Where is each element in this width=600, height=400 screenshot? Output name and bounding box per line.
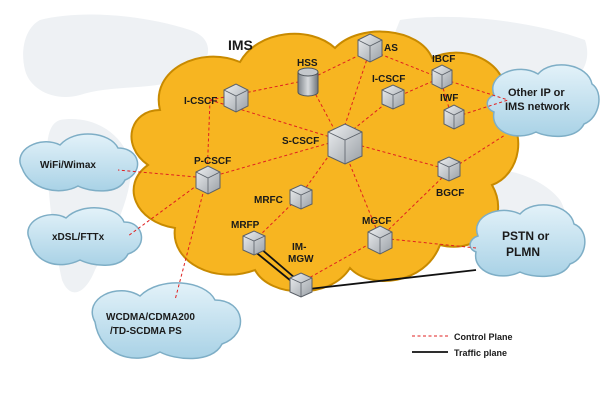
legend-traffic-label: Traffic plane — [454, 348, 507, 358]
label-wcdma-line2: /TD-SCDMA PS — [110, 326, 182, 337]
node-im-mgw-box — [289, 272, 313, 298]
node-mrfp-box — [242, 230, 266, 256]
label-i-cscf-left: I-CSCF — [184, 96, 217, 107]
node-ibcf-box — [431, 64, 453, 90]
node-p-cscf-box — [195, 165, 221, 195]
legend: Control Plane Traffic plane — [412, 332, 513, 358]
hss-database-icon — [297, 67, 319, 97]
label-im-mgw-line1: IM- — [292, 242, 306, 253]
cloud-xdsl-fttx — [27, 207, 143, 266]
label-mrfp: MRFP — [231, 220, 260, 231]
label-bgcf: BGCF — [436, 188, 464, 199]
label-i-cscf-right: I-CSCF — [372, 74, 405, 85]
node-s-cscf-box — [327, 123, 363, 165]
label-as: AS — [384, 43, 398, 54]
label-p-cscf: P-CSCF — [194, 156, 231, 167]
label-wcdma-line1: WCDMA/CDMA200 — [106, 312, 195, 323]
node-mrfc-box — [289, 184, 313, 210]
label-other-ip-line1: Other IP or — [508, 87, 565, 99]
cloud-pstn-plmn — [469, 204, 586, 278]
node-i-cscf-right-box — [381, 84, 405, 110]
legend-control-label: Control Plane — [454, 332, 513, 342]
label-mgcf: MGCF — [362, 216, 391, 227]
label-iwf: IWF — [440, 93, 458, 104]
diagram-title: IMS — [228, 37, 253, 53]
node-mgcf-box — [367, 225, 393, 255]
label-mrfc: MRFC — [254, 195, 283, 206]
node-bgcf-box — [437, 156, 461, 182]
cloud-wcdma — [91, 282, 242, 360]
label-wifi-wimax: WiFi/Wimax — [40, 160, 96, 171]
node-iwf-box — [443, 104, 465, 130]
ims-cloud — [130, 30, 520, 293]
label-pstn-line2: PLMN — [506, 245, 540, 259]
label-im-mgw-line2: MGW — [288, 254, 314, 265]
label-xdsl-fttx: xDSL/FTTx — [52, 232, 105, 243]
label-ibcf: IBCF — [432, 54, 455, 65]
node-as-box — [357, 33, 383, 63]
label-s-cscf: S-CSCF — [282, 136, 319, 147]
label-pstn-line1: PSTN or — [502, 229, 550, 243]
label-hss: HSS — [297, 58, 318, 69]
cloud-other-ip-ims — [486, 64, 600, 138]
cloud-wifi-wimax — [19, 133, 139, 192]
node-i-cscf-left-box — [223, 83, 249, 113]
label-other-ip-line2: IMS network — [505, 101, 571, 113]
